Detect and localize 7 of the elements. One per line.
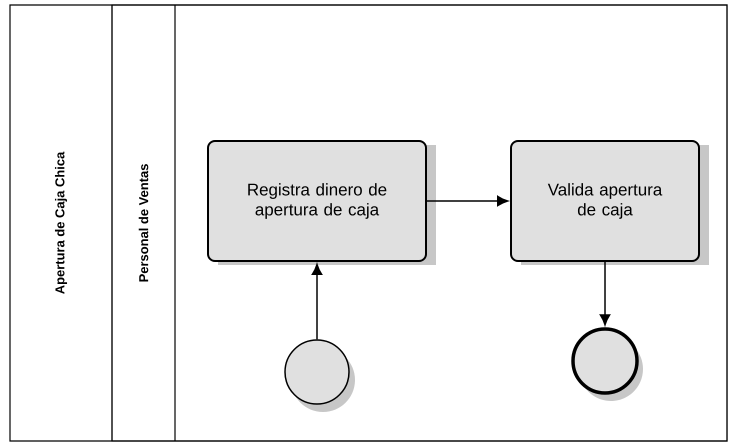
arrow bbox=[312, 264, 322, 340]
task-box: Registra dinero de apertura de caja bbox=[207, 140, 436, 265]
end-event-circle bbox=[571, 327, 643, 401]
task-box: Valida apertura de caja bbox=[510, 140, 709, 265]
arrow bbox=[427, 196, 508, 206]
start-event-circle bbox=[284, 339, 355, 412]
arrow bbox=[600, 262, 610, 326]
